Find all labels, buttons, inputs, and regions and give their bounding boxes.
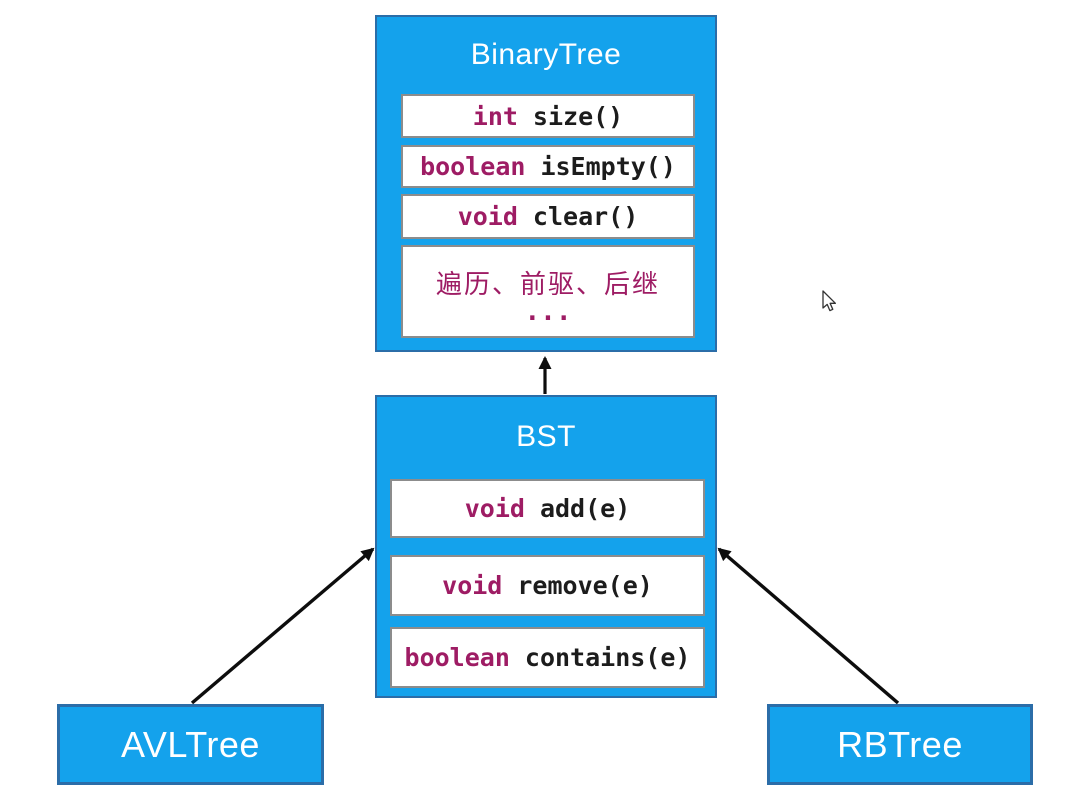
method-binarytree-isempty: boolean isEmpty() <box>401 145 695 188</box>
method-keyword: int <box>472 101 518 131</box>
method-signature: contains(e) <box>524 643 691 672</box>
method-keyword: boolean <box>404 643 510 672</box>
class-title-avltree: AVLTree <box>121 723 260 765</box>
mouse-cursor-icon <box>822 290 837 312</box>
traversal-note-text: 遍历、前驱、后继 <box>435 270 660 300</box>
method-binarytree-traversal-note: 遍历、前驱、后继 ... <box>401 245 695 338</box>
method-keyword: void <box>464 494 525 523</box>
ellipsis-text: ... <box>524 297 572 327</box>
method-signature: isEmpty() <box>540 152 676 181</box>
method-signature: remove(e) <box>517 571 653 600</box>
class-title-rbtree: RBTree <box>837 723 963 765</box>
class-box-bst: BST void add(e) void remove(e) boolean c… <box>375 395 717 698</box>
method-keyword: void <box>442 571 503 600</box>
class-title-binarytree: BinaryTree <box>470 38 622 71</box>
inheritance-arrow-avltree-to-bst <box>190 547 375 705</box>
method-bst-contains: boolean contains(e) <box>390 627 705 688</box>
method-keyword: void <box>457 202 518 231</box>
method-signature: size() <box>532 101 624 131</box>
class-box-binarytree: BinaryTree int size() boolean isEmpty() … <box>375 15 717 352</box>
method-binarytree-size: int size() <box>401 94 695 138</box>
class-box-rbtree: RBTree <box>767 704 1033 785</box>
method-bst-add: void add(e) <box>390 479 705 538</box>
method-signature: clear() <box>532 202 639 231</box>
method-signature: add(e) <box>539 494 631 523</box>
class-box-avltree: AVLTree <box>57 704 324 785</box>
method-keyword: boolean <box>420 152 526 181</box>
class-title-bst: BST <box>516 420 576 453</box>
method-bst-remove: void remove(e) <box>390 555 705 616</box>
method-binarytree-clear: void clear() <box>401 194 695 239</box>
inheritance-arrow-rbtree-to-bst <box>717 547 900 705</box>
